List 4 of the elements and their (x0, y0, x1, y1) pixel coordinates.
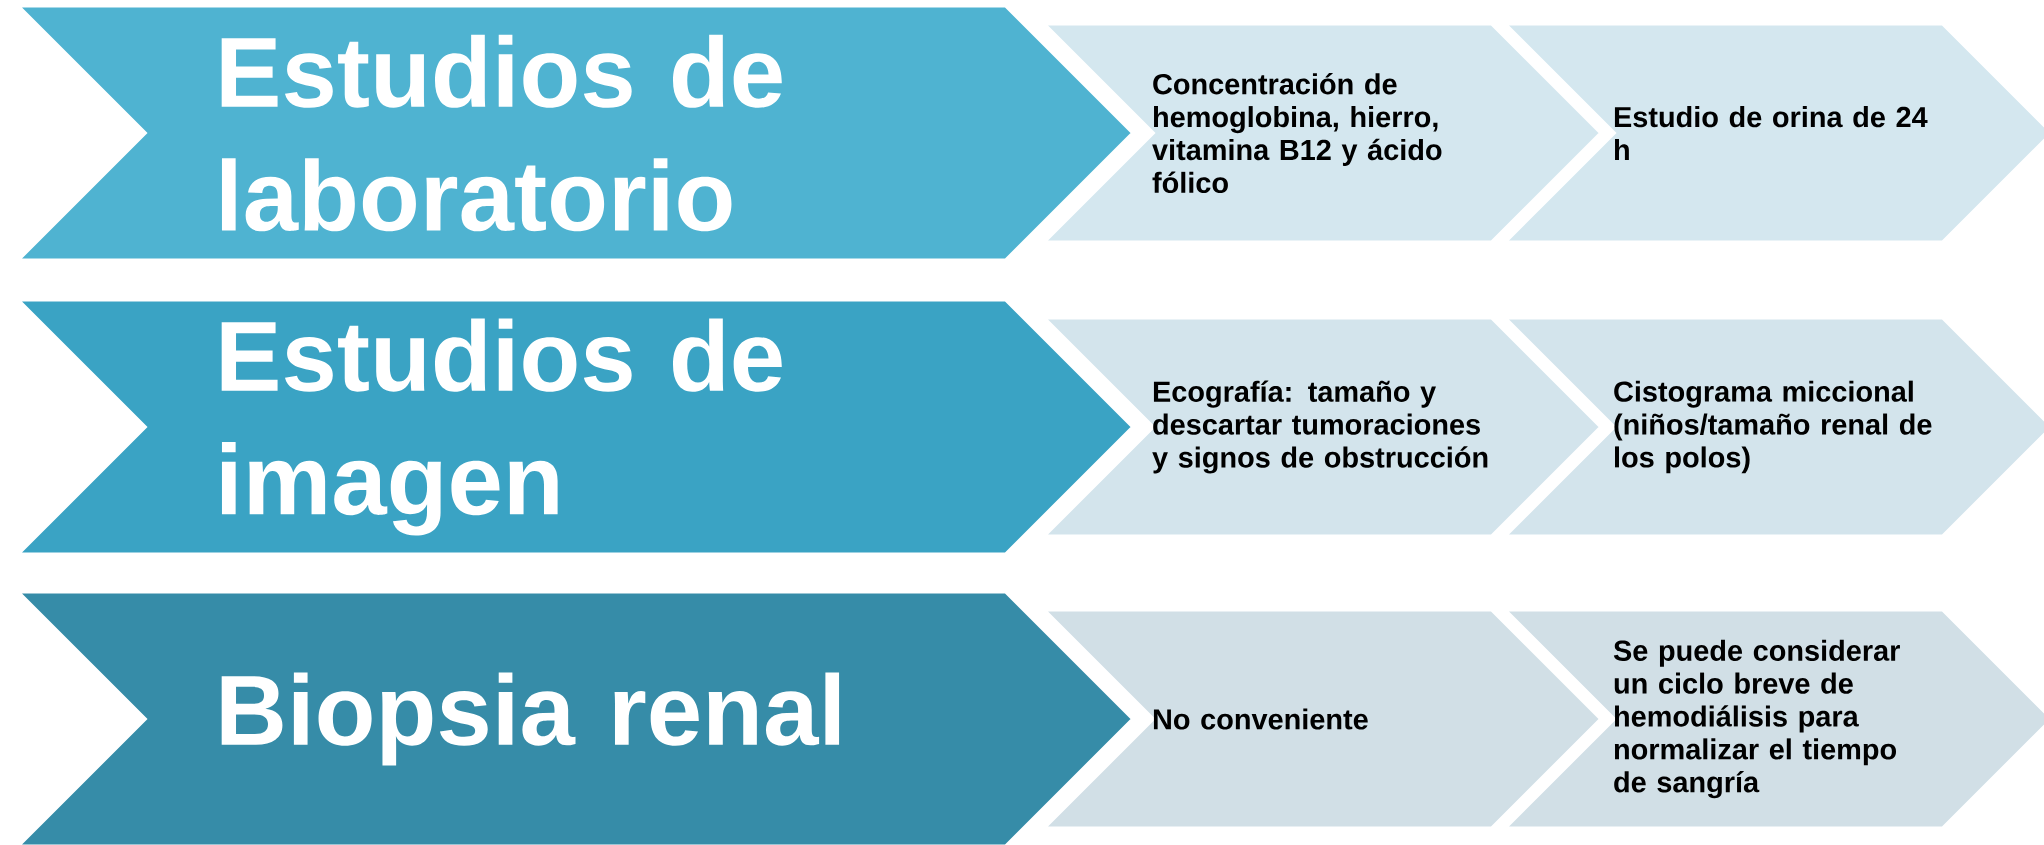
node-label: Estudio de orina de 24 h (1614, 106, 1928, 160)
node-label: No conveniente (1153, 708, 1368, 730)
node-label: Se puede considerar un ciclo breve de hemodiálisis para normalizar el tiempo de sangría (1613, 639, 1900, 799)
node-label: Cistograma miccional (niños/tamaño renal de los polos) (1614, 380, 1932, 474)
